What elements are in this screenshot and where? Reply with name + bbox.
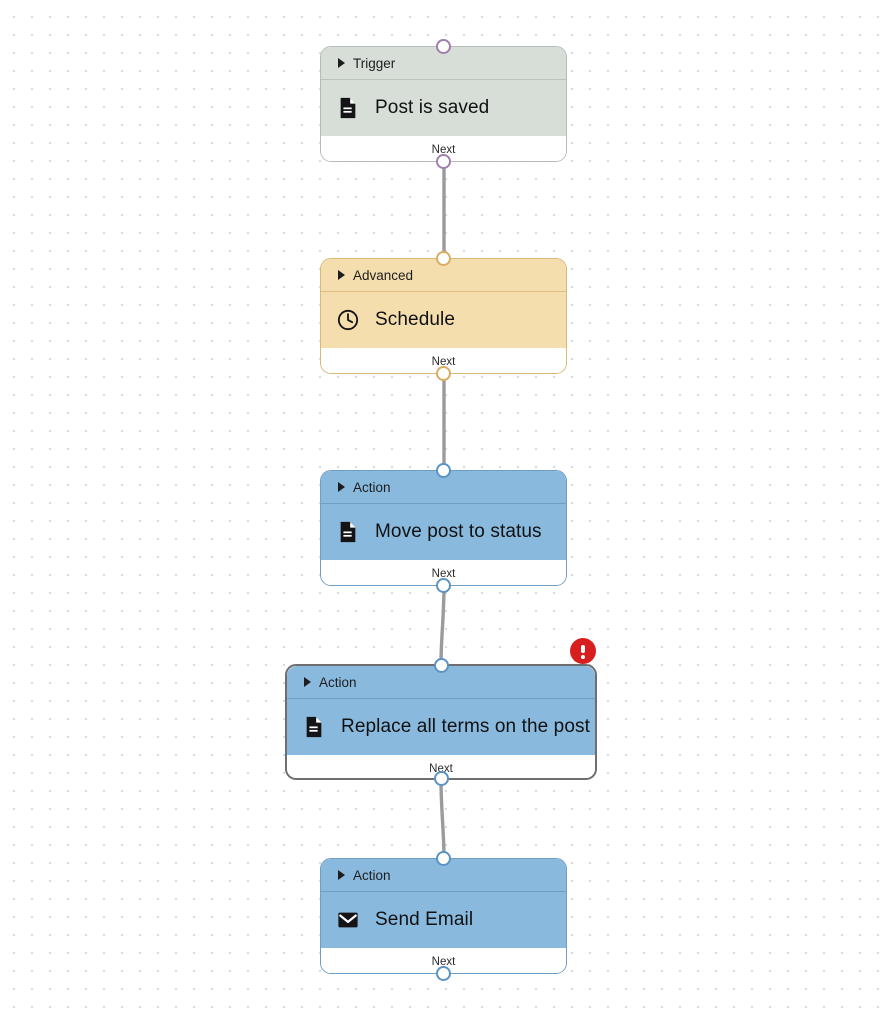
chevron-right-icon[interactable] — [338, 58, 345, 68]
node-title: Schedule — [375, 309, 456, 330]
next-label-text: Next — [431, 567, 456, 580]
next-label-text: Next — [431, 955, 456, 968]
node-title: Send Email — [375, 909, 474, 930]
node-category-label: Action — [353, 479, 391, 495]
node-port-output[interactable] — [436, 154, 451, 169]
node-category-label: Action — [319, 674, 357, 690]
node-body[interactable]: Replace all terms on the post — [287, 699, 595, 755]
next-label-text: Next — [431, 143, 456, 156]
node-port-input[interactable] — [433, 658, 449, 673]
node-port-input[interactable] — [436, 39, 451, 54]
exclamation-icon — [581, 643, 585, 659]
node-title: Post is saved — [375, 97, 490, 118]
node-port-output[interactable] — [436, 366, 451, 381]
node-port-output[interactable] — [433, 771, 449, 786]
next-label-text: Next — [431, 355, 456, 368]
document-icon — [340, 521, 356, 543]
node-body[interactable]: Send Email — [321, 892, 566, 948]
node-port-input[interactable] — [436, 463, 451, 478]
chevron-right-icon[interactable] — [304, 677, 311, 687]
node-category-label: Trigger — [353, 55, 396, 71]
node-category-label: Action — [353, 867, 391, 883]
chevron-right-icon[interactable] — [338, 870, 345, 880]
node-body[interactable]: Move post to status — [321, 504, 566, 560]
document-icon — [340, 97, 356, 119]
node-port-input[interactable] — [436, 251, 451, 266]
chevron-right-icon[interactable] — [338, 270, 345, 280]
chevron-right-icon[interactable] — [338, 482, 345, 492]
node-category-label: Advanced — [353, 267, 414, 283]
node-port-output[interactable] — [436, 578, 451, 593]
clock-icon — [337, 309, 359, 331]
connector-edge[interactable] — [439, 778, 446, 860]
envelope-icon — [338, 912, 358, 928]
node-title: Replace all terms on the post — [341, 716, 590, 737]
document-icon — [306, 716, 322, 738]
node-error-badge[interactable] — [570, 638, 596, 664]
connector-edge[interactable] — [439, 584, 446, 666]
node-port-output[interactable] — [436, 966, 451, 981]
node-body[interactable]: Schedule — [321, 292, 566, 348]
node-title: Move post to status — [375, 521, 542, 542]
next-label-text: Next — [429, 762, 453, 775]
node-port-input[interactable] — [436, 851, 451, 866]
node-header[interactable]: Trigger — [321, 47, 566, 80]
node-body[interactable]: Post is saved — [321, 80, 566, 136]
node-next-label[interactable]: Next — [287, 755, 595, 778]
